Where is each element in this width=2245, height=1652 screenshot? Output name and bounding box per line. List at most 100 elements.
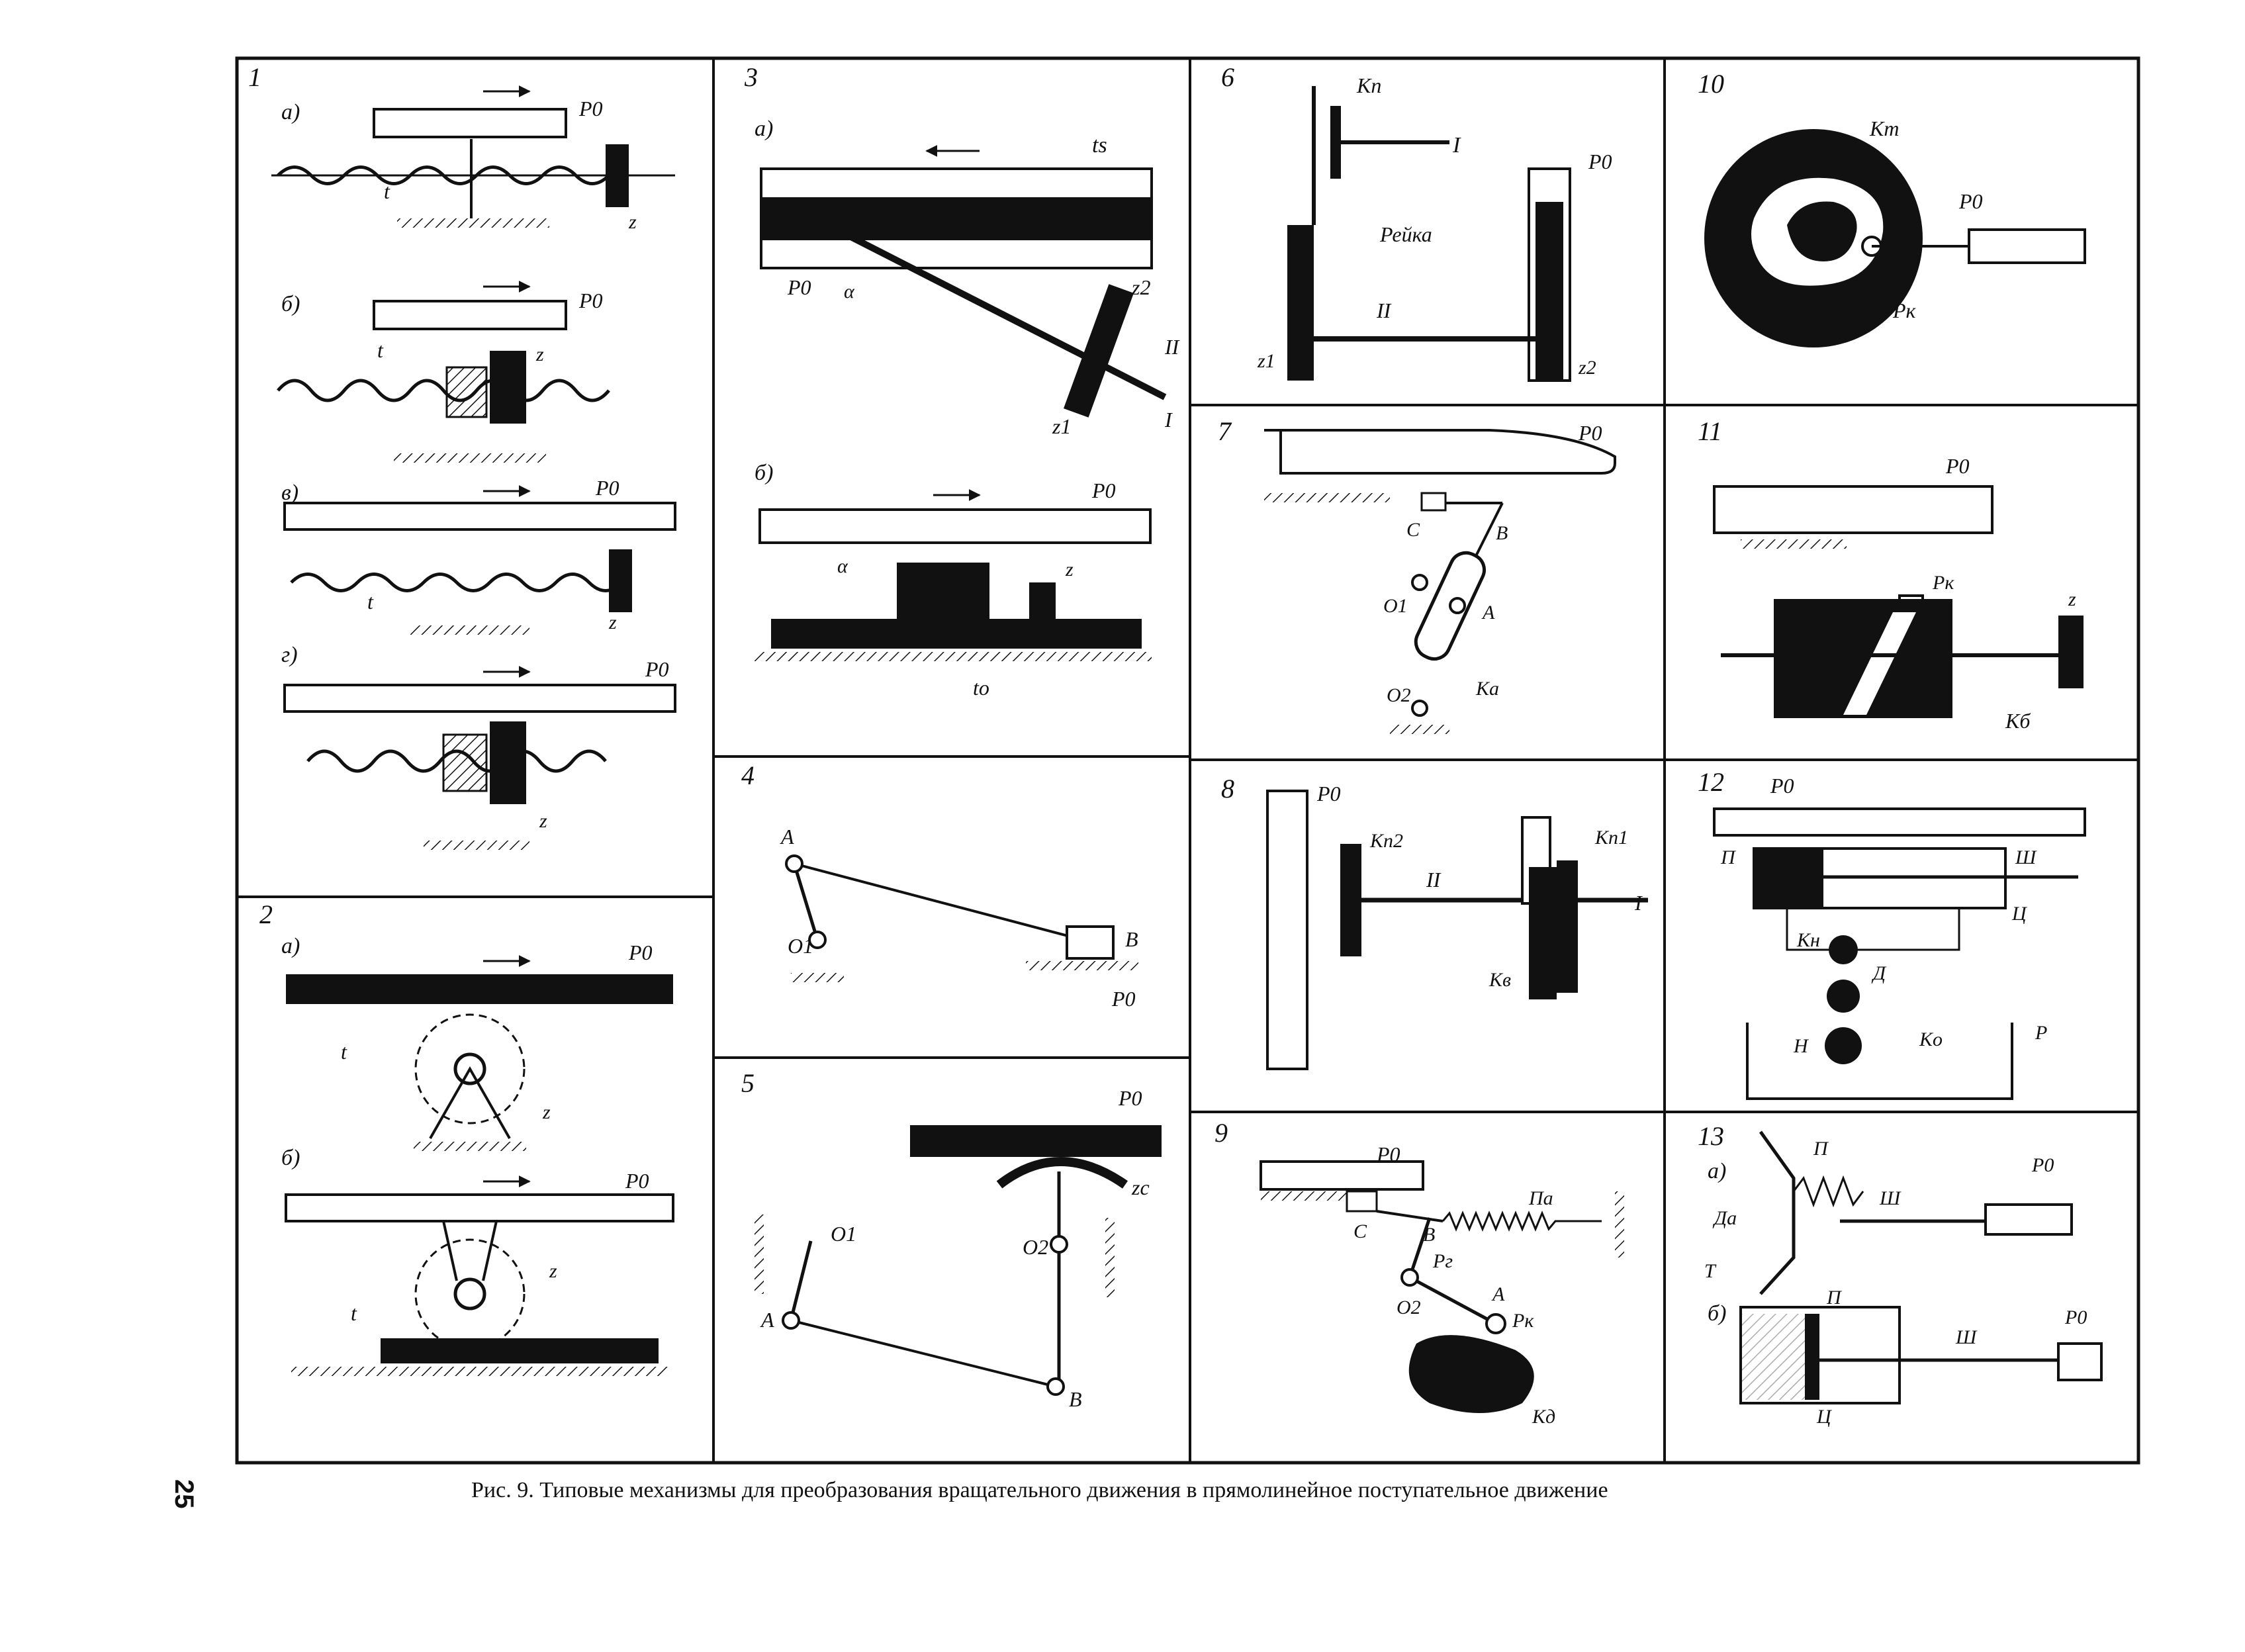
- z1-label: z1: [1052, 414, 1071, 438]
- n-label: Н: [1793, 1035, 1810, 1057]
- z2-label: z2: [1578, 357, 1596, 379]
- gear-sector: [996, 1157, 1128, 1189]
- panel-2-number: 2: [259, 899, 273, 929]
- panel-1v-label: в): [281, 481, 298, 505]
- point-B-label: B: [1125, 927, 1138, 951]
- z-label: z: [2068, 588, 2076, 610]
- piston-label: П: [1720, 847, 1737, 868]
- panel-4-number: 4: [741, 760, 755, 790]
- table-p0: [1260, 1160, 1424, 1191]
- panel-6-number: 6: [1221, 62, 1234, 92]
- shaft-I-label: I: [1452, 133, 1461, 158]
- figure-caption: Рис. 9. Типовые механизмы для преобразов…: [471, 1478, 1608, 1502]
- point-O2-label: O2: [1023, 1235, 1048, 1259]
- z1-label: z1: [1257, 350, 1275, 372]
- rack-table: [286, 974, 673, 1004]
- panel-7-number: 7: [1218, 416, 1232, 446]
- pa-label: Пa: [1528, 1187, 1553, 1209]
- p0-label: P0: [625, 1169, 649, 1193]
- point-B-label: B: [1423, 1224, 1435, 1246]
- t-label: t: [384, 179, 390, 203]
- gear-z2: [1064, 284, 1134, 418]
- panel-10: 10 Kт P0 Pк: [1698, 69, 2086, 347]
- link-AB: [790, 1319, 1056, 1388]
- d-label: Д: [1871, 962, 1887, 984]
- point-A-label: A: [780, 825, 794, 849]
- panel-9: 9 P0 Пa C B Pг O2 A Pк Kд: [1214, 1118, 1624, 1428]
- panel-12-number: 12: [1698, 767, 1724, 797]
- panel-7: 7 P0 C B O1 A O2 Kа: [1218, 416, 1616, 734]
- zc-label: zc: [1131, 1175, 1150, 1199]
- rod-label: Ш: [1879, 1187, 1901, 1209]
- kp-label: Kп: [1356, 73, 1381, 97]
- kt-label: Kт: [1869, 116, 1899, 140]
- panel-11-number: 11: [1698, 416, 1722, 446]
- table-p0: [1528, 167, 1571, 382]
- point-O2-label: O2: [1397, 1297, 1421, 1318]
- point-O1-label: O1: [788, 934, 813, 958]
- t-label: t: [341, 1040, 347, 1064]
- rack-label: Рейка: [1379, 222, 1432, 246]
- p0-label: P0: [1376, 1142, 1400, 1166]
- slider-p0: [1984, 1203, 2073, 1236]
- worm-shaft: [839, 228, 1167, 400]
- rod-label: Ш: [1955, 1326, 1978, 1348]
- panel-1b-label: б): [281, 292, 300, 316]
- ts-label: ts: [1092, 133, 1107, 158]
- p0-label: P0: [2031, 1154, 2054, 1176]
- slider-p0: [1066, 925, 1115, 960]
- z-label: z: [549, 1260, 557, 1282]
- shaft-II-label: II: [1426, 868, 1442, 892]
- table-p0: [1713, 807, 2086, 837]
- point-O1-label: O1: [1383, 595, 1408, 617]
- table-p0: [758, 508, 1152, 544]
- panel-3a-label: а): [755, 116, 773, 141]
- panel-2b-label: б): [281, 1146, 300, 1170]
- panel-1-number: 1: [248, 62, 261, 92]
- sector-rack-table: [910, 1125, 1162, 1157]
- pk-label: Pк: [1892, 298, 1917, 322]
- piston-p: [1754, 849, 1823, 908]
- gear-z: [606, 144, 629, 207]
- piston-p: [1805, 1314, 1819, 1400]
- cylinder-ts: [1739, 1306, 1901, 1404]
- p0-label: P0: [1111, 987, 1136, 1011]
- point-B-label: B: [1496, 522, 1508, 544]
- point-B-label: B: [1069, 1387, 1082, 1411]
- gear-z: [414, 1013, 526, 1124]
- t-label: t: [351, 1301, 357, 1325]
- p0-label: P0: [1945, 454, 1970, 478]
- z-label: z: [542, 1101, 551, 1123]
- pk-label: Pк: [1932, 572, 1954, 594]
- kp1-label: Kп1: [1594, 827, 1628, 849]
- diaphragm-da: [1759, 1130, 1796, 1295]
- ground-hatch: [397, 218, 549, 228]
- pump-n: [1825, 1027, 1862, 1064]
- alpha-label: α: [844, 281, 855, 302]
- cylinder-label: Ц: [1816, 1406, 1833, 1428]
- to-label: to: [973, 676, 989, 700]
- z-label: z: [1065, 559, 1074, 580]
- gear-kp: [1330, 106, 1341, 179]
- shaft-II-label: II: [1376, 298, 1392, 322]
- panel-3: 3 а) ts z2 II I z1 P0 α б) P0 α z to: [744, 62, 1180, 700]
- table-p0: [283, 684, 676, 713]
- kv-label: Kв: [1489, 969, 1511, 991]
- panel-10-number: 10: [1698, 69, 1724, 99]
- lead-screw: [277, 379, 610, 402]
- rack-z1: [1287, 225, 1314, 381]
- p0-label: P0: [1578, 421, 1602, 445]
- panel-3b-label: б): [755, 461, 773, 485]
- shaft-I-label: I: [1164, 408, 1173, 432]
- panel-11: 11 P0 Pк z Kб: [1698, 416, 2084, 733]
- p0-label: P0: [628, 941, 653, 964]
- ko-label: Ko: [1919, 1029, 1943, 1050]
- cam-kd: [1408, 1335, 1534, 1413]
- p-label: П: [1826, 1287, 1843, 1308]
- shaft-II-label: II: [1164, 335, 1180, 359]
- panel-9-number: 9: [1214, 1118, 1228, 1148]
- rack-base: [771, 619, 1142, 649]
- panel-13-number: 13: [1698, 1121, 1724, 1151]
- tank-r: [1746, 1023, 2013, 1100]
- tank-label: Р: [2035, 1022, 2047, 1044]
